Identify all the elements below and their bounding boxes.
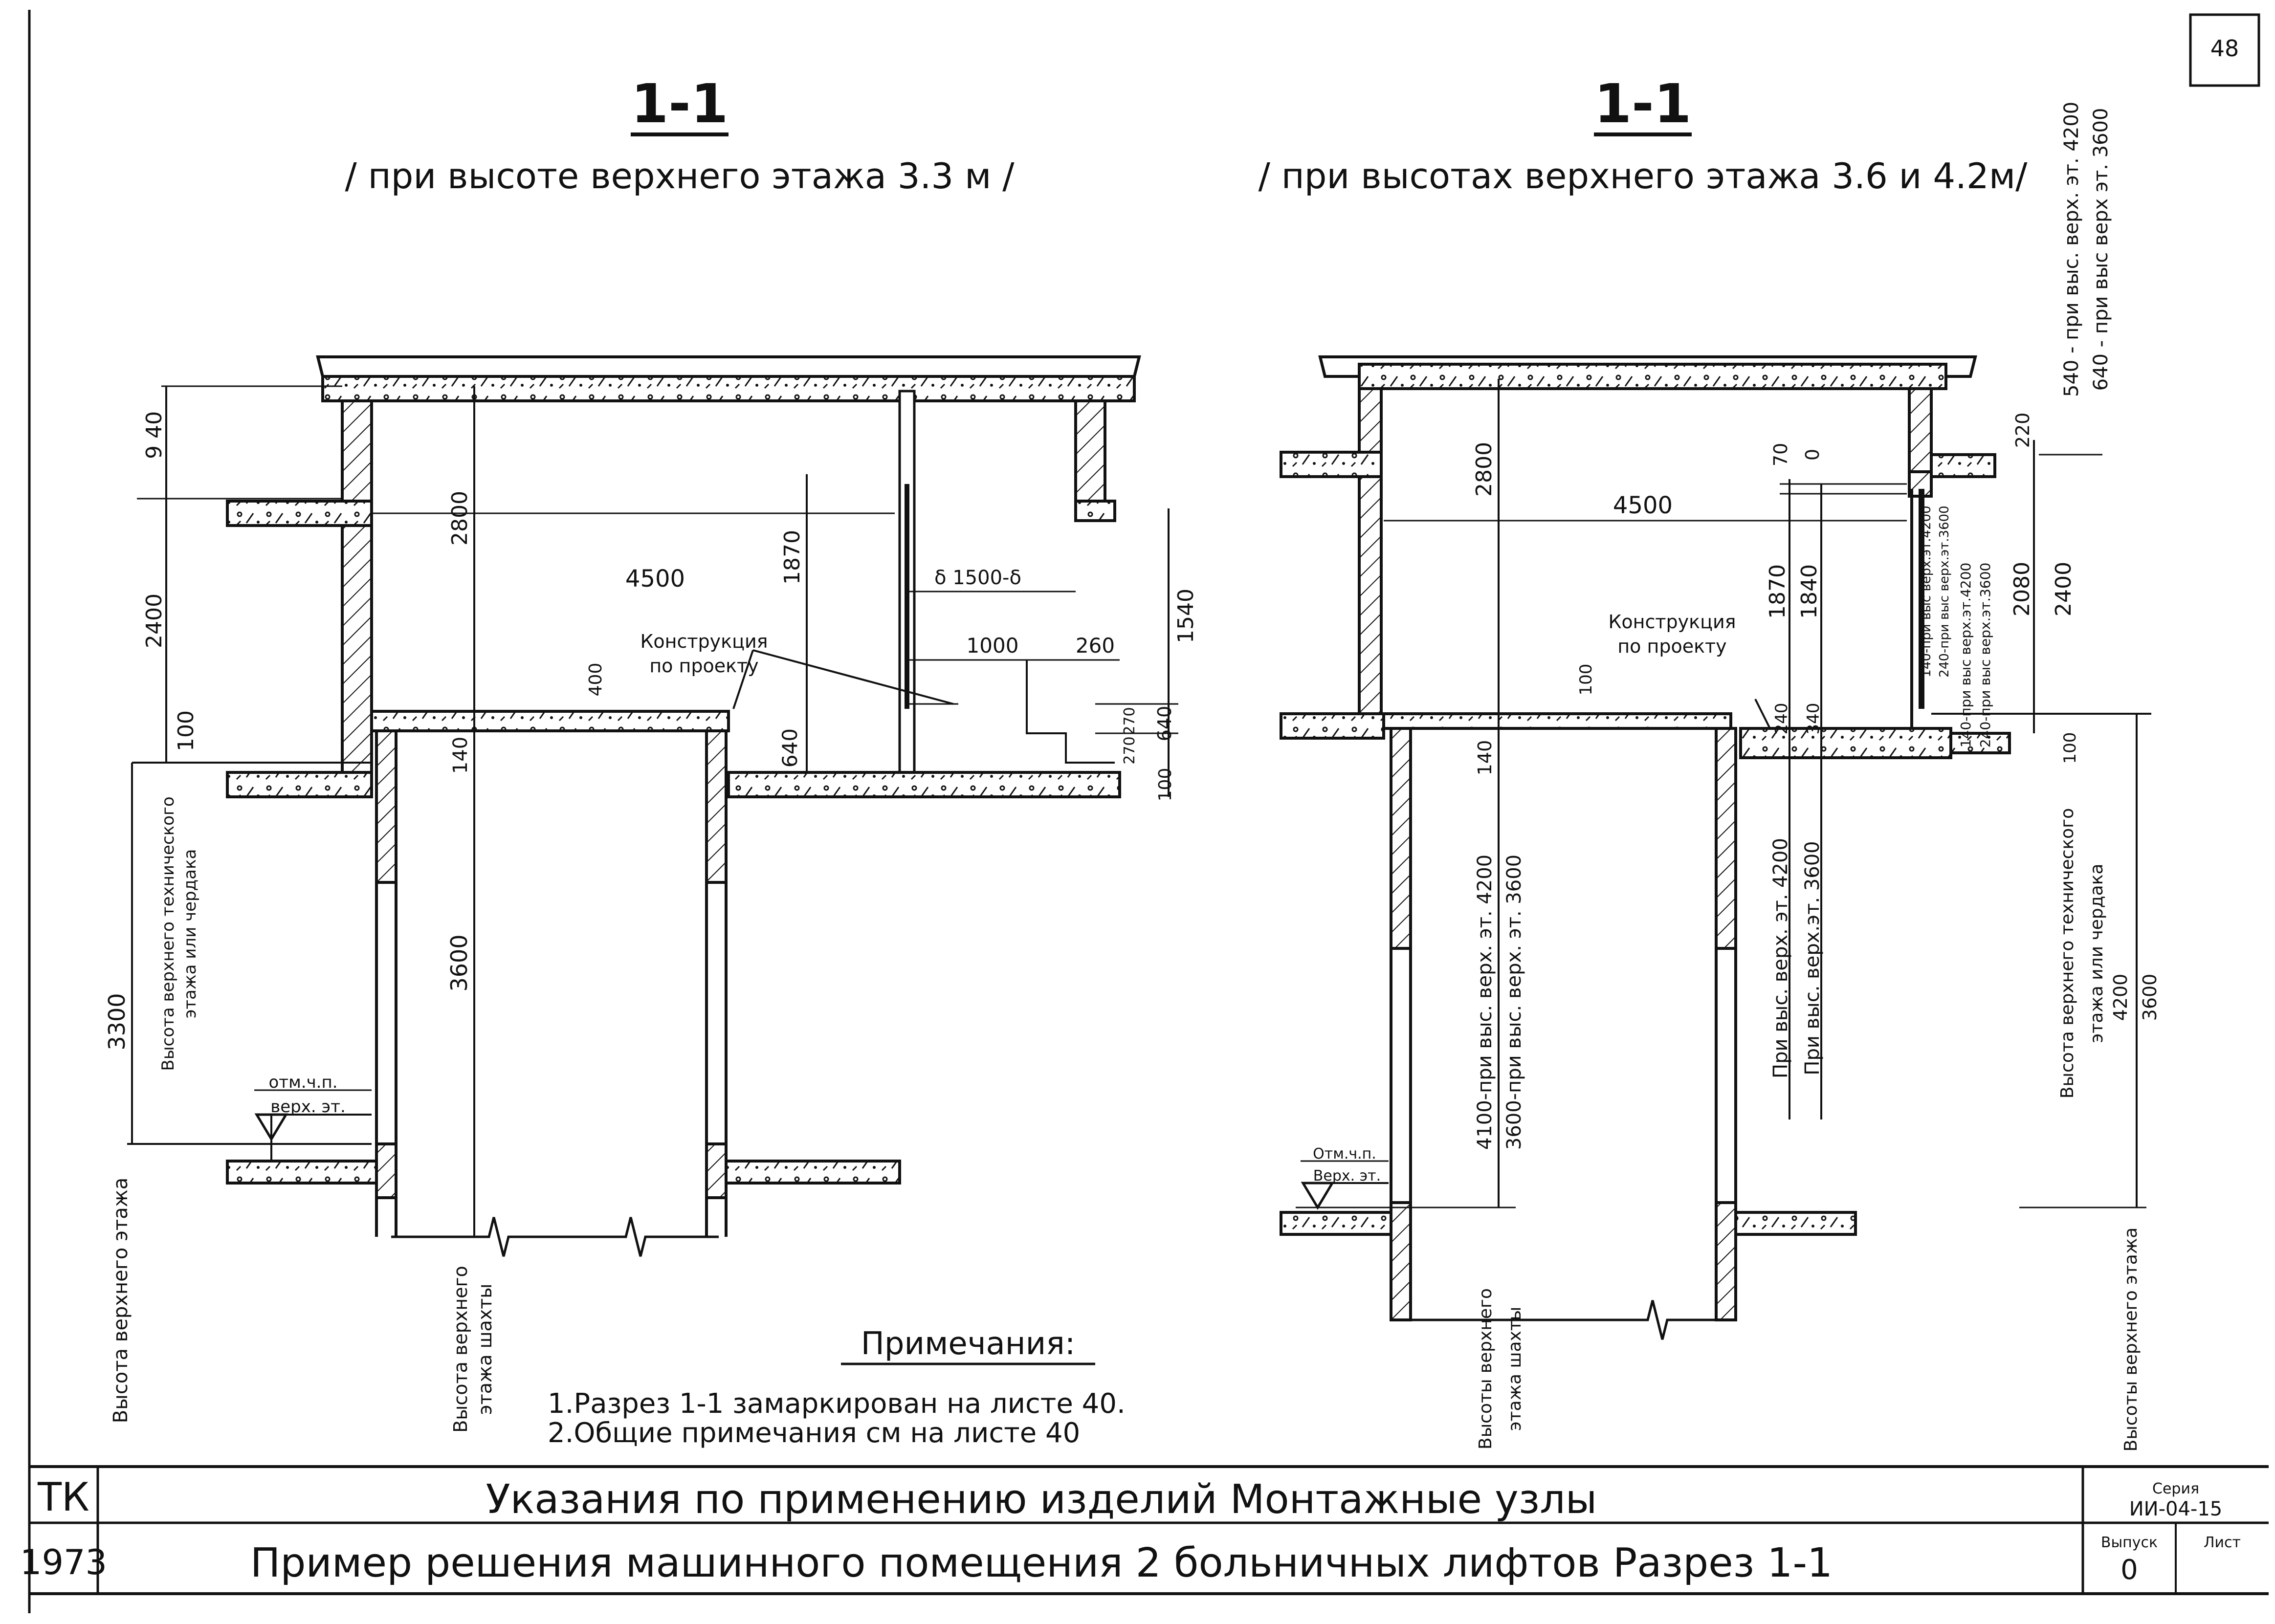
dim-1000: 1000	[967, 634, 1019, 658]
right-section-label: 1-1	[1594, 72, 1692, 135]
r-dim-2400: 2400	[2051, 562, 2076, 616]
left-mark-label-1: отм.ч.п.	[269, 1073, 338, 1092]
r-vert-shaft-2: этажа шахты	[1505, 1307, 1525, 1431]
dim-1500: δ 1500-δ	[934, 567, 1021, 589]
r-dim-140-note: 140-при выс верх.эт.4200	[1919, 505, 1934, 677]
r-dim-2080: 2080	[2010, 562, 2034, 616]
left-section-drawing	[127, 355, 1178, 1257]
r-vert-mid-1: При выс. верх. эт. 4200	[1769, 838, 1792, 1078]
series-value: ИИ-04-15	[2129, 1498, 2223, 1520]
title-line-2: Пример решения машинного помещения 2 бол…	[250, 1540, 1833, 1586]
dim-400: 400	[586, 663, 606, 697]
dim-1540: 1540	[1173, 589, 1198, 643]
r-dim-4500: 4500	[1613, 492, 1673, 519]
left-section-label: 1-1	[631, 72, 729, 135]
notes-title: Примечания:	[861, 1326, 1076, 1362]
left-construction-note-1: Конструкция	[640, 631, 768, 652]
sheet-label: Лист	[2204, 1534, 2241, 1551]
dim-270b: 270	[1121, 736, 1138, 764]
r-dim-1840: 1840	[1797, 564, 1822, 619]
left-vert-tech-2: этажа или чердака	[180, 849, 200, 1019]
right-construction-note-2: по проекту	[1617, 636, 1726, 657]
issue-value: 0	[2120, 1554, 2138, 1586]
r-dim-70: 70	[1770, 443, 1791, 466]
right-section-drawing	[1280, 355, 2151, 1340]
right-section-subtitle: / при высотах верхнего этажа 3.6 и 4.2м/	[1259, 155, 2028, 197]
dim-940: 9 40	[142, 411, 167, 459]
r-top-note-2: 640 - при выс верх эт. 3600	[2090, 108, 2112, 391]
left-vert-tech-1: Высота верхнего технического	[158, 796, 178, 1071]
r-vert-left-1: 4100-при выс. верх. эт. 4200	[1474, 855, 1496, 1150]
dim-1870: 1870	[780, 530, 805, 585]
r-vert-tech-2: этажа или чердака	[2087, 864, 2107, 1043]
r-dim-140-note-2: 140-при выс верх.эт.4200	[1958, 563, 1974, 747]
dim-100: 100	[174, 710, 199, 751]
dim-140: 140	[449, 737, 472, 774]
r-dim-340: 340	[1804, 703, 1823, 735]
r-vert-top-height: Высоты верхнего этажа	[2121, 1228, 2141, 1452]
left-vert-shaft-2: этажа шахты	[474, 1284, 496, 1415]
series-label: Серия	[2152, 1480, 2199, 1497]
r-dim-140: 140	[1474, 740, 1496, 776]
right-mark-label-1: Отм.ч.п.	[1313, 1145, 1376, 1163]
right-construction-note-1: Конструкция	[1608, 611, 1736, 633]
r-vert-tech-1: Высота верхнего технического	[2057, 808, 2077, 1098]
dim-270a: 270	[1121, 707, 1138, 735]
dim-3600: 3600	[446, 934, 472, 991]
dim-100b: 100	[1155, 768, 1175, 802]
dim-640a: 640	[778, 728, 802, 768]
r-vert-shaft-1: Высоты верхнего	[1476, 1288, 1496, 1449]
dim-4500: 4500	[625, 565, 685, 593]
note-2: 2.Общие примечания см на листе 40	[548, 1417, 1080, 1449]
r-vert-tech-4200: 4200	[2110, 974, 2131, 1021]
r-vert-mid-2: При выс. верх.эт. 3600	[1801, 841, 1824, 1075]
r-dim-240: 240	[1772, 703, 1791, 735]
r-dim-100: 100	[1576, 664, 1596, 696]
title-line-1: Указания по применению изделий Монтажные…	[486, 1476, 1597, 1523]
dim-2800: 2800	[447, 491, 472, 546]
issue-label: Выпуск	[2101, 1534, 2158, 1551]
left-section-subtitle: / при высоте верхнего этажа 3.3 м /	[345, 155, 1015, 197]
r-dim-100b: 100	[2060, 732, 2080, 764]
left-vert-shaft-1: Высота верхнего	[450, 1266, 471, 1433]
dim-2400: 2400	[142, 593, 167, 648]
right-mark-label-2: Верх. эт.	[1313, 1167, 1381, 1185]
left-vert-top-height: Высота верхнего этажа	[110, 1178, 132, 1424]
dim-260: 260	[1076, 634, 1115, 658]
sheet-number: 48	[2210, 35, 2239, 62]
title-org: ТК	[37, 1474, 89, 1520]
left-construction-note-2: по проекту	[649, 655, 758, 677]
left-mark-label-2: верх. эт.	[270, 1097, 346, 1117]
title-year: 1973	[20, 1542, 107, 1582]
sheet-number-box	[2189, 13, 2260, 87]
r-dim-240-note: 240-при выс верх.эт.3600	[1937, 505, 1952, 677]
r-top-note-1: 540 - при выс. верх. эт. 4200	[2060, 102, 2083, 397]
sheet-frame	[28, 10, 2269, 1613]
r-dim-2800: 2800	[1472, 442, 1497, 497]
note-1: 1.Разрез 1-1 замаркирован на листе 40.	[548, 1388, 1126, 1420]
dim-3300: 3300	[104, 993, 130, 1050]
r-dim-220: 220	[2012, 413, 2033, 448]
r-vert-left-2: 3600-при выс. верх. эт. 3600	[1503, 855, 1525, 1150]
r-vert-tech-3600: 3600	[2139, 974, 2161, 1021]
r-dim-0: 0	[1802, 449, 1823, 461]
dim-640b: 640	[1154, 706, 1175, 742]
r-dim-240-note-2: 240-при выс верх.эт.3600	[1977, 563, 1993, 747]
r-dim-1870: 1870	[1765, 564, 1790, 619]
